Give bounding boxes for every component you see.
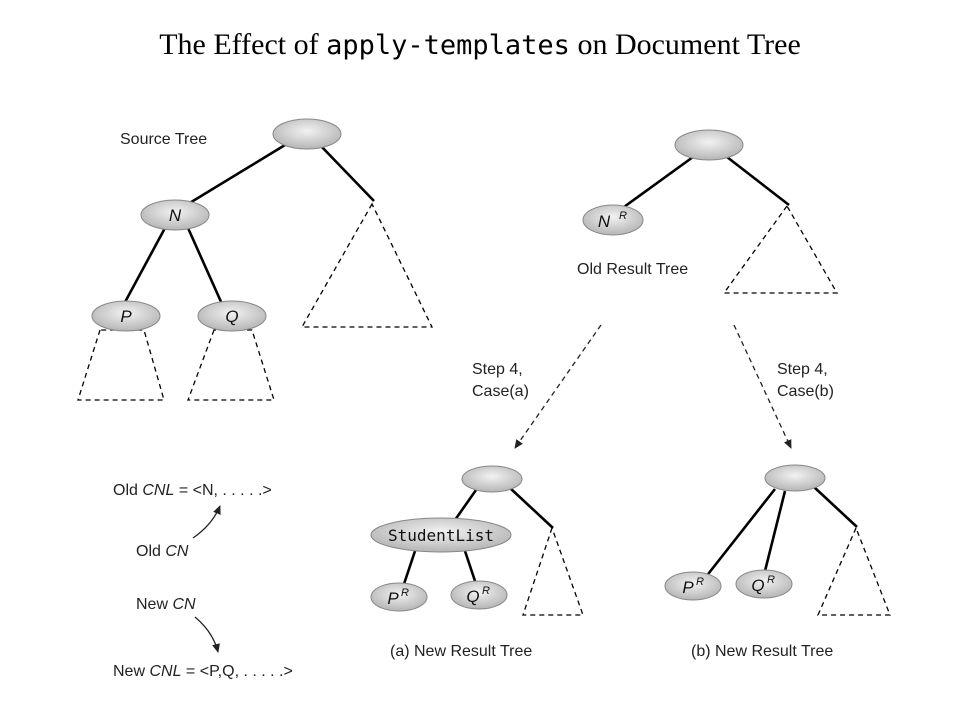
old-cnl-var: CNL (142, 482, 174, 499)
old-cn-var: CN (165, 543, 189, 560)
arrow-case-b (733, 324, 792, 449)
edge-b-root-pr (703, 488, 777, 579)
new-cn-prefix: New (136, 596, 168, 613)
node-nr (582, 204, 644, 236)
edge-a-root-subtree (509, 487, 554, 529)
q-subtree (187, 329, 275, 401)
old-root-node (674, 129, 744, 161)
node-qr-a (450, 580, 508, 610)
node-studentlist-label: StudentList (388, 526, 494, 545)
edge-b-root-subtree (813, 486, 858, 528)
node-pr-b (664, 571, 722, 601)
new-cnl-line: New CNL = <P,Q, . . . . .> (113, 663, 293, 680)
node-pr-b-sup: R (696, 576, 704, 588)
old-cnl-value: = <N, . . . . .> (174, 482, 271, 499)
a-root-subtree (522, 526, 584, 616)
node-nr-label: N (598, 212, 611, 231)
old-cnl-line: Old CNL = <N, . . . . .> (113, 482, 272, 499)
node-qr-a-label: Q (466, 587, 479, 606)
new-cnl-prefix: New (113, 663, 145, 680)
cnl-annotations: Old CNL = <N, . . . . .> Old CN New CN N… (113, 482, 293, 680)
title-code: apply-templates (326, 30, 570, 61)
title-prefix: The Effect of (159, 28, 319, 61)
page-title: The Effect of apply-templates on Documen… (0, 28, 960, 62)
b-root-node (764, 464, 826, 492)
source-root-subtree (300, 202, 434, 328)
new-cn-arrow (194, 616, 220, 653)
old-cnl-prefix: Old (113, 482, 138, 499)
arrow-case-a (514, 324, 602, 449)
p-subtree (77, 329, 165, 401)
new-cn-var: CN (172, 596, 196, 613)
old-root-subtree (722, 204, 839, 294)
edge-b-root-qr (763, 490, 787, 572)
node-studentlist (370, 517, 512, 553)
node-n-label: N (169, 206, 182, 225)
node-p (91, 300, 161, 332)
step-case-b-line1: Step 4, (777, 361, 828, 378)
new-result-tree-a-label: (a) New Result Tree (390, 643, 532, 660)
edge-a-studentlist-qr (462, 547, 478, 585)
new-result-tree-b-label: (b) New Result Tree (691, 643, 833, 660)
edge-root-subtree (319, 144, 375, 202)
node-p-label: P (120, 307, 132, 326)
node-pr-a-label: P (387, 589, 399, 608)
node-qr-b (735, 569, 793, 599)
edge-a-root-studentlist (453, 489, 478, 521)
old-cn-line: Old CN (136, 543, 189, 560)
node-pr-a-sup: R (401, 587, 409, 599)
node-qr-a-sup: R (482, 585, 490, 597)
node-nr-sup: R (619, 210, 627, 222)
new-result-tree-a: StudentList P R Q R (a) New Result Tree (370, 465, 584, 660)
edge-n-p (122, 227, 167, 305)
a-root-node (461, 465, 523, 493)
node-pr-b-label: P (682, 578, 694, 597)
step-arrows: Step 4, Case(a) Step 4, Case(b) (472, 324, 834, 449)
step-case-b-line2: Case(b) (777, 383, 834, 400)
edge-a-studentlist-pr (402, 547, 418, 585)
source-tree-label: Source Tree (120, 131, 207, 148)
old-result-tree: N R Old Result Tree (577, 129, 839, 294)
old-cn-arrow (192, 505, 221, 539)
b-root-subtree (817, 526, 891, 616)
node-qr-b-label: Q (751, 576, 764, 595)
step-case-a-line2: Case(a) (472, 383, 529, 400)
edge-n-q (186, 227, 224, 305)
source-root-node (272, 118, 342, 150)
new-cnl-value: = <P,Q, . . . . .> (181, 663, 292, 680)
step-case-a-line1: Step 4, (472, 361, 523, 378)
node-n (140, 199, 210, 231)
title-suffix: on Document Tree (577, 28, 801, 61)
node-pr-a (370, 582, 428, 612)
edge-oldroot-nr (616, 155, 694, 214)
old-result-tree-label: Old Result Tree (577, 261, 688, 278)
new-cnl-var: CNL (149, 663, 181, 680)
node-q (197, 300, 267, 332)
source-tree: Source Tree N P Q (77, 118, 434, 401)
edge-root-n (187, 143, 286, 206)
new-result-tree-b: P R Q R (b) New Result Tree (664, 464, 891, 660)
old-cn-prefix: Old (136, 543, 161, 560)
new-cn-line: New CN (136, 596, 196, 613)
edge-oldroot-subtree (726, 155, 790, 207)
node-qr-b-sup: R (767, 574, 775, 586)
node-q-label: Q (225, 307, 238, 326)
